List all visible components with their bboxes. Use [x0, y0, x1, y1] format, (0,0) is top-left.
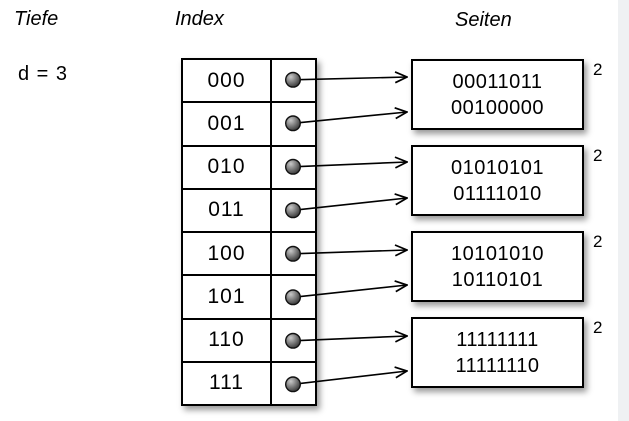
- page-entry: 00100000: [451, 96, 544, 119]
- page-entry: 11111110: [455, 354, 540, 377]
- pointer-cell: [272, 190, 315, 231]
- local-depth-label-3: 2: [593, 232, 603, 251]
- index-row-010: 010: [183, 146, 315, 190]
- index-entry-label: 111: [183, 362, 272, 404]
- index-entry-label: 011: [183, 189, 272, 231]
- pointer-cell: [272, 103, 315, 144]
- index-row-001: 001: [183, 103, 315, 147]
- column-header-index: Index: [175, 8, 224, 30]
- pointer-cell: [272, 320, 315, 361]
- local-depth-label-1: 2: [593, 60, 603, 79]
- page-entry: 01111010: [453, 182, 542, 205]
- index-entry-label: 101: [183, 276, 272, 318]
- index-row-100: 100: [183, 233, 315, 277]
- index-entry-label: 100: [183, 233, 272, 275]
- index-row-011: 011: [183, 189, 315, 233]
- page-entry: 10110101: [451, 268, 544, 291]
- pointer-cell: [272, 60, 315, 101]
- pointer-cell: [272, 363, 315, 404]
- page-box-3: 10101010 10110101: [411, 231, 584, 302]
- index-row-000: 000: [183, 60, 315, 104]
- page-entry: 11111111: [456, 328, 539, 351]
- index-entry-label: 001: [183, 103, 272, 145]
- page-entry: 01010101: [451, 156, 544, 179]
- pointer-cell: [272, 233, 315, 274]
- page-entry: 00011011: [452, 70, 543, 93]
- pointer-cell: [272, 276, 315, 317]
- index-entry-label: 010: [183, 146, 272, 188]
- right-edge-strip: [618, 0, 629, 421]
- index-entry-label: 110: [183, 319, 272, 361]
- index-row-111: 111: [183, 362, 315, 404]
- local-depth-label-2: 2: [593, 146, 603, 165]
- global-depth-label: d = 3: [18, 63, 69, 85]
- index-entry-label: 000: [183, 60, 272, 102]
- page-box-4: 11111111 11111110: [411, 317, 584, 388]
- pointer-cell: [272, 147, 315, 188]
- page-box-1: 00011011 00100000: [411, 59, 584, 130]
- column-header-tiefe: Tiefe: [14, 8, 59, 30]
- index-row-101: 101: [183, 276, 315, 320]
- local-depth-label-4: 2: [593, 318, 603, 337]
- page-entry: 10101010: [451, 242, 544, 265]
- index-row-110: 110: [183, 319, 315, 363]
- index-table: 000 001 010 011 100 101 110 111: [181, 58, 317, 406]
- column-header-seiten: Seiten: [455, 9, 512, 31]
- page-box-2: 01010101 01111010: [411, 145, 584, 216]
